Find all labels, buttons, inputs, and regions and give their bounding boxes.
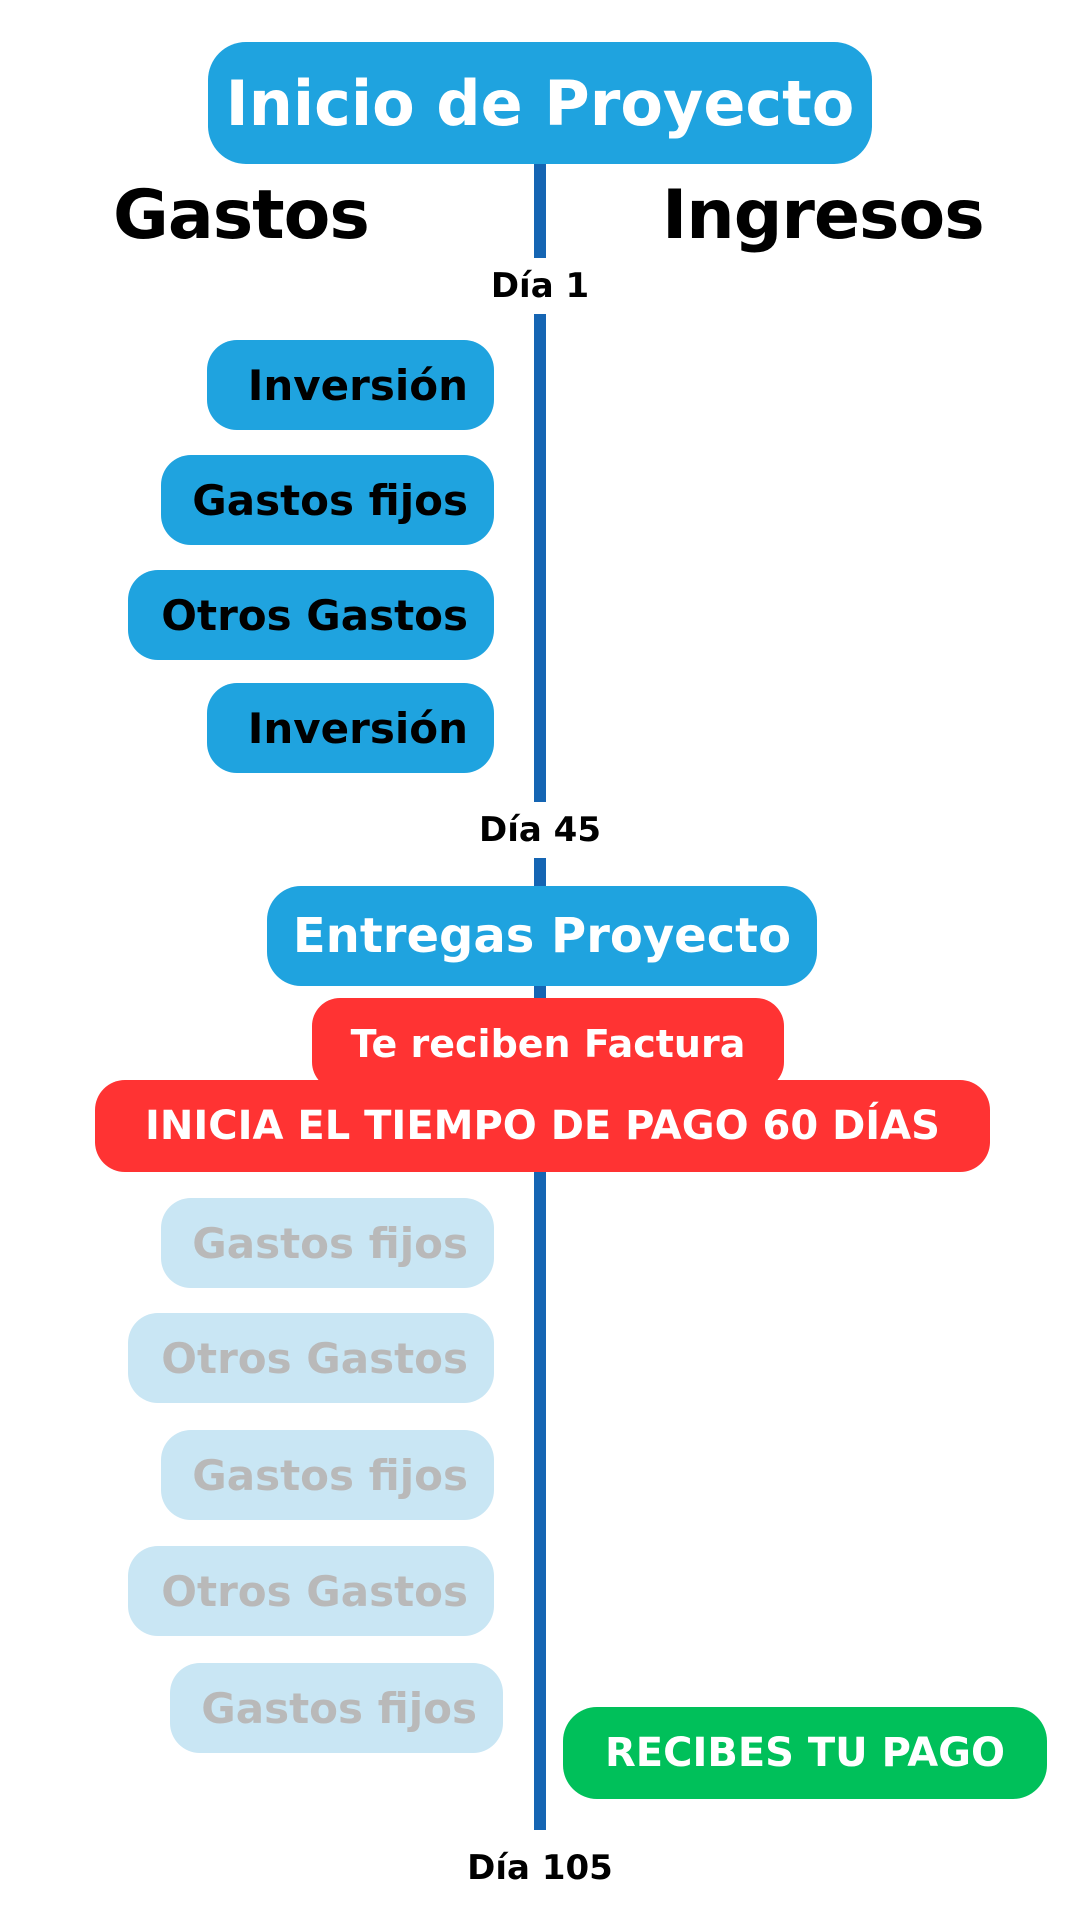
expense-item: Inversión	[207, 683, 494, 773]
payment-received-text: RECIBES TU PAGO	[604, 1730, 1006, 1776]
payment-term-text: INICIA EL TIEMPO DE PAGO 60 DÍAS	[145, 1103, 940, 1149]
expense-item-label: Otros Gastos	[161, 1566, 468, 1616]
expense-item-label: Gastos fijos	[192, 1450, 468, 1500]
day-middle-label: Día 45	[465, 802, 615, 858]
expense-item-faded: Gastos fijos	[161, 1430, 494, 1520]
expense-item: Inversión	[207, 340, 494, 430]
expense-item-faded: Gastos fijos	[161, 1198, 494, 1288]
expense-item: Otros Gastos	[128, 570, 494, 660]
expenses-column-heading: Gastos	[113, 176, 370, 255]
expense-item-faded: Otros Gastos	[128, 1313, 494, 1403]
expense-item-label: Otros Gastos	[161, 590, 468, 640]
expense-item-label: Inversión	[247, 360, 468, 410]
expense-item: Gastos fijos	[161, 455, 494, 545]
expense-item-label: Otros Gastos	[161, 1333, 468, 1383]
income-column-heading: Ingresos	[662, 176, 985, 255]
timeline-axis	[534, 150, 546, 1830]
project-start-title-text: Inicio de Proyecto	[225, 66, 855, 140]
project-start-title: Inicio de Proyecto	[208, 42, 872, 164]
payment-received-milestone: RECIBES TU PAGO	[563, 1707, 1047, 1799]
day-end-label: Día 105	[453, 1840, 627, 1896]
payment-term-banner: INICIA EL TIEMPO DE PAGO 60 DÍAS	[95, 1080, 990, 1172]
expense-item-faded: Gastos fijos	[170, 1663, 503, 1753]
expense-item-label: Gastos fijos	[192, 475, 468, 525]
project-delivery-milestone: Entregas Proyecto	[267, 886, 817, 986]
expense-item-label: Gastos fijos	[201, 1683, 477, 1733]
project-delivery-text: Entregas Proyecto	[292, 908, 792, 964]
day-start-label: Día 1	[476, 258, 604, 314]
expense-item-label: Gastos fijos	[192, 1218, 468, 1268]
invoice-received-text: Te reciben Factura	[350, 1022, 746, 1066]
invoice-received-milestone: Te reciben Factura	[312, 998, 784, 1090]
expense-item-faded: Otros Gastos	[128, 1546, 494, 1636]
expense-item-label: Inversión	[247, 703, 468, 753]
